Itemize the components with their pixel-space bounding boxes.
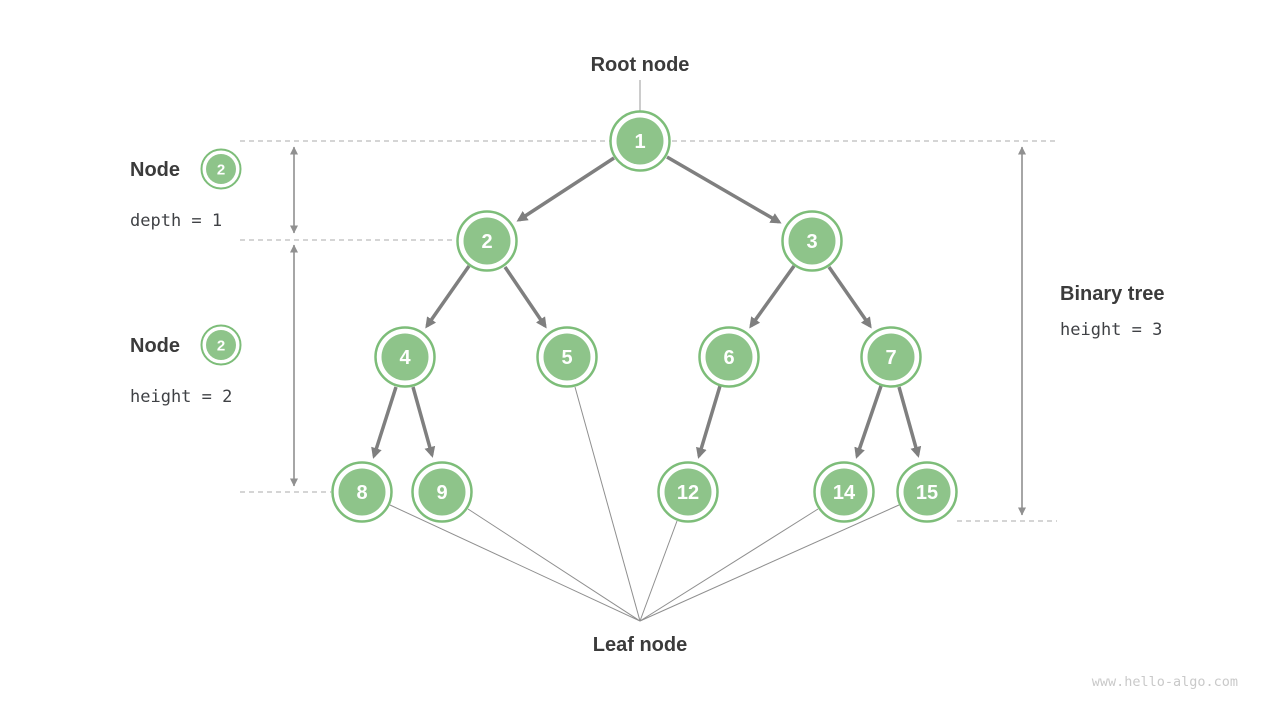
node-disc — [820, 468, 868, 516]
tree-node-4: 4 — [374, 326, 436, 388]
node-disc — [338, 468, 386, 516]
node-value: 2 — [481, 231, 492, 253]
watermark: www.hello-algo.com — [1092, 674, 1238, 690]
tree-node-8: 8 — [331, 461, 393, 523]
node-height-annotation-title: Node — [130, 335, 180, 357]
tree-node-12: 12 — [657, 461, 719, 523]
node-height-annotation-metric: height = 2 — [130, 387, 232, 407]
node-value: 3 — [806, 231, 817, 253]
tree-nodes: 1 2 3 4 5 6 7 — [331, 110, 958, 523]
node-disc — [867, 333, 915, 381]
leaf-pointer-lines — [389, 386, 900, 622]
edge-2-5 — [503, 266, 547, 329]
badge-value: 2 — [217, 162, 225, 179]
leaf-line-15 — [639, 504, 900, 622]
tree-node-6: 6 — [698, 326, 760, 388]
tree-edges — [371, 155, 922, 459]
leaf-node-label: Leaf node — [593, 634, 687, 656]
node-value: 7 — [885, 347, 896, 369]
node-value: 14 — [833, 482, 856, 504]
leaf-line-9 — [467, 508, 641, 622]
depth-annotation-metric: depth = 1 — [130, 211, 222, 231]
badge-disc — [206, 154, 236, 184]
tree-height-annotation-metric: height = 3 — [1060, 320, 1162, 340]
node-disc — [616, 117, 664, 165]
node-badge: 2 — [200, 324, 242, 366]
badge-value: 2 — [217, 338, 225, 355]
depth-annotation-title: Node — [130, 159, 180, 181]
node-badge: 2 — [200, 148, 242, 190]
node-disc — [381, 333, 429, 381]
edge-7-15 — [897, 386, 922, 458]
tree-height-annotation-title: Binary tree — [1060, 283, 1165, 305]
node-value: 8 — [356, 482, 367, 504]
tree-height-annotation: Binary tree height = 3 — [1060, 283, 1165, 340]
leaf-line-14 — [639, 508, 819, 622]
tree-node-7: 7 — [860, 326, 922, 388]
leaf-line-5 — [574, 386, 641, 622]
node-disc — [664, 468, 712, 516]
node-height-annotation: Node 2 height = 2 — [130, 324, 242, 407]
node-disc — [463, 217, 511, 265]
edge-3-6 — [749, 264, 796, 329]
node-value: 12 — [677, 482, 699, 504]
node-value: 15 — [916, 482, 938, 504]
edge-3-7 — [827, 266, 872, 329]
edge-6-12 — [696, 385, 722, 459]
tree-node-2: 2 — [456, 210, 518, 272]
badge-disc — [206, 330, 236, 360]
tree-node-3: 3 — [781, 210, 843, 272]
edge-1-3 — [666, 155, 782, 224]
leaf-line-8 — [389, 504, 641, 622]
tree-node-9: 9 — [411, 461, 473, 523]
tree-node-5: 5 — [536, 326, 598, 388]
node-disc — [788, 217, 836, 265]
leaf-line-12 — [639, 520, 678, 622]
edge-1-2 — [516, 156, 615, 222]
node-value: 9 — [436, 482, 447, 504]
edge-4-9 — [411, 386, 436, 458]
root-node-label: Root node — [591, 54, 690, 76]
edge-7-14 — [854, 385, 883, 459]
node-disc — [903, 468, 951, 516]
node-disc — [543, 333, 591, 381]
tree-node-14: 14 — [813, 461, 875, 523]
edge-4-8 — [371, 386, 398, 459]
node-disc — [418, 468, 466, 516]
node-disc — [705, 333, 753, 381]
depth-annotation: Node 2 depth = 1 — [130, 148, 242, 231]
tree-node-1: 1 — [609, 110, 671, 172]
measure-arrows — [290, 146, 1026, 516]
edge-2-4 — [425, 264, 471, 329]
tree-node-15: 15 — [896, 461, 958, 523]
node-value: 4 — [399, 347, 411, 369]
node-value: 5 — [561, 347, 572, 369]
node-value: 6 — [723, 347, 734, 369]
node-value: 1 — [634, 131, 645, 153]
